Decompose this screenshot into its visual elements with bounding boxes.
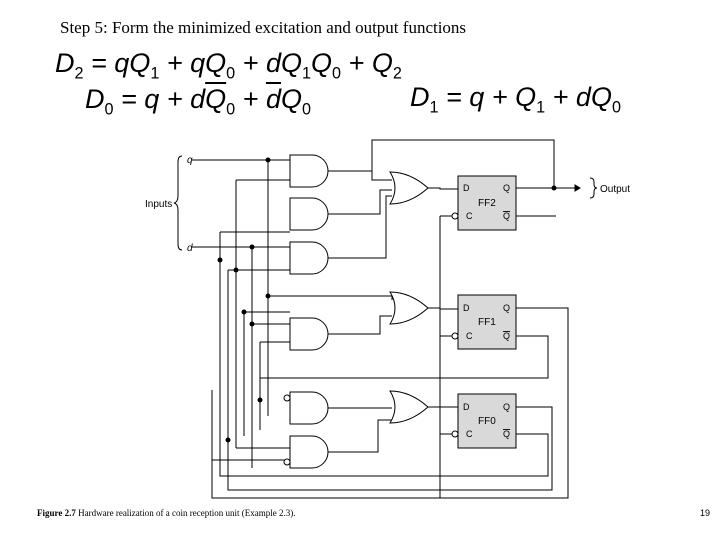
and-gate xyxy=(289,435,329,469)
ff0-name: FF0 xyxy=(478,416,496,427)
flipflop-ff1: D C FF1 Q Q xyxy=(457,294,517,350)
ff0-qbar-label: Q xyxy=(503,429,510,439)
and-gate xyxy=(289,154,329,188)
ff2-qbar-label: Q xyxy=(503,211,510,221)
inversion-bubbles xyxy=(283,394,291,466)
top-feedback-wire xyxy=(371,139,555,188)
ff0-q-label: Q xyxy=(503,402,510,412)
and-gate xyxy=(289,317,329,351)
equation-d2: D2 = qQ1 + qQ0 + dQ1Q0 + Q2 xyxy=(55,48,402,83)
ff2-q-label: Q xyxy=(503,183,510,193)
d-input-label: d xyxy=(187,243,193,254)
ff1-q-label: Q xyxy=(503,303,510,313)
ff2-name: FF2 xyxy=(478,198,496,209)
junction-dots xyxy=(217,157,557,443)
output-brace xyxy=(589,177,598,199)
or-gate-d0 xyxy=(389,390,429,424)
output-arrow xyxy=(574,184,581,192)
or-gate-d1 xyxy=(389,291,429,325)
slide-title: Step 5: Form the minimized excitation an… xyxy=(60,18,467,37)
q-input-label: q xyxy=(187,155,193,166)
ff1-c-label: C xyxy=(466,331,473,341)
ff0-d-label: D xyxy=(463,402,470,412)
and-gate xyxy=(289,241,329,275)
page-number: 19 xyxy=(700,508,711,518)
inputs-label: Inputs xyxy=(145,199,172,210)
figure-caption: Figure 2.7 Hardware realization of a coi… xyxy=(37,508,296,518)
feedback-wires xyxy=(211,179,290,461)
clock-inputs xyxy=(440,212,459,438)
ff1-qbar-label: Q xyxy=(503,331,510,341)
or-to-ff-wires xyxy=(428,187,458,408)
d-input-wire xyxy=(192,246,290,468)
output-label: Output xyxy=(600,184,630,195)
or-gate-d2 xyxy=(389,171,429,205)
and-gate xyxy=(289,391,329,425)
equation-d0: D0 = q + dQ0 + dQ0 xyxy=(85,84,312,119)
and-gate xyxy=(289,197,329,231)
ff1-name: FF1 xyxy=(478,317,496,328)
inputs-brace xyxy=(173,155,183,251)
ff2-d-label: D xyxy=(463,183,470,193)
ff0-c-label: C xyxy=(466,429,473,439)
flipflop-ff2: D C FF2 Q Q xyxy=(457,175,517,231)
ff2-c-label: C xyxy=(466,211,473,221)
ff1-d-label: D xyxy=(463,303,470,313)
equation-d1: D1 = q + Q1 + dQ0 xyxy=(410,82,621,117)
ff-output-wires xyxy=(211,187,580,499)
flipflop-ff0: D C FF0 Q Q xyxy=(457,393,517,449)
